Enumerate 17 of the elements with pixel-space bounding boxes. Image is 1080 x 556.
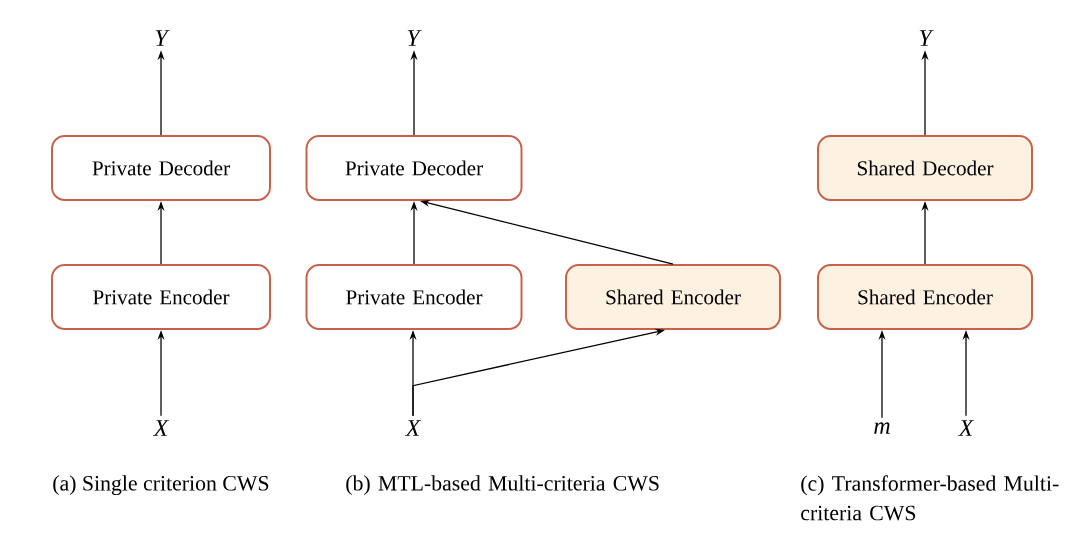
variable-label: Y	[407, 30, 422, 46]
caption: (a) Single criterion CWS	[53, 475, 269, 496]
variable-label: X	[152, 420, 170, 436]
process-box: Shared Decoder	[817, 135, 1033, 201]
process-box: Private Decoder	[305, 135, 523, 201]
process-box: Private Encoder	[305, 264, 523, 330]
process-box: Shared Encoder	[817, 264, 1033, 330]
variable-label: Y	[155, 30, 170, 46]
process-box: Shared Encoder	[565, 264, 781, 330]
variable-label: X	[404, 420, 422, 436]
process-box: Private Decoder	[51, 135, 271, 201]
variable-label: Y	[919, 30, 934, 46]
caption: (c) Transformer-based Multi-criteria CWS	[801, 475, 1059, 521]
variable-label: m	[874, 422, 890, 434]
variable-label: X	[957, 420, 975, 436]
process-box: Private Encoder	[51, 264, 271, 330]
caption: (b) MTL-based Multi-criteria CWS	[346, 475, 659, 496]
